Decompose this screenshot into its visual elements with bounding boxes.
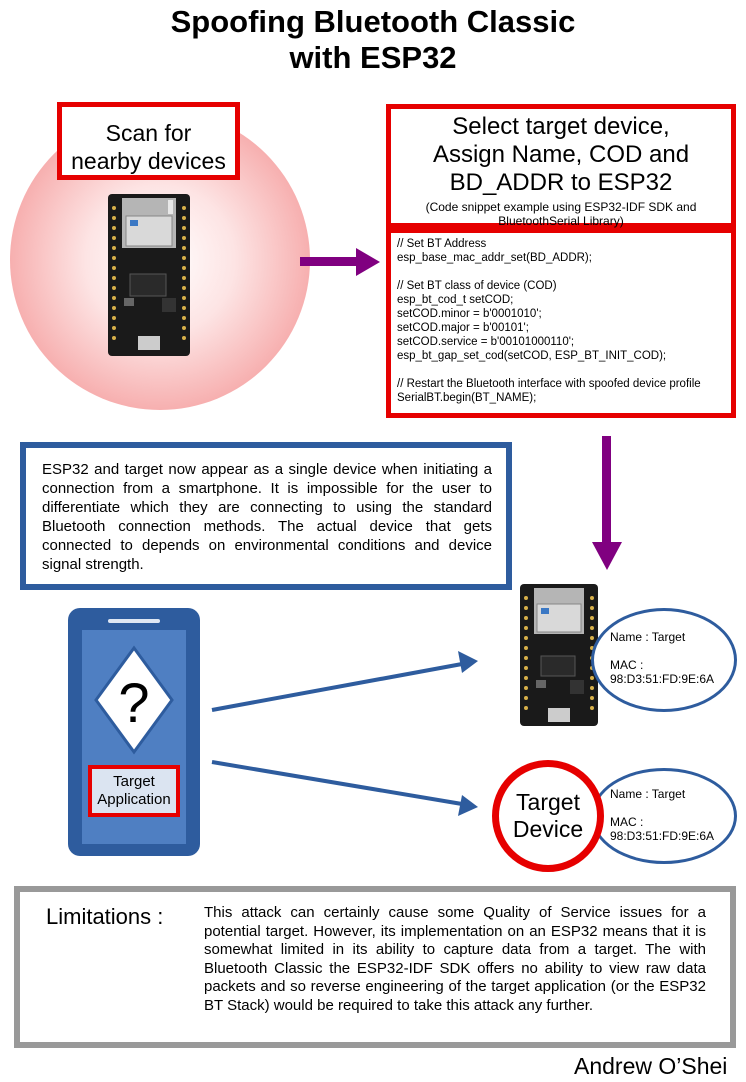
target-device-circle: Target Device <box>492 760 604 872</box>
title-line-1: Spoofing Bluetooth Classic <box>170 4 576 39</box>
esp32-name: Name : Target <box>610 630 686 644</box>
arrow-head-target-icon <box>458 795 478 816</box>
scan-step-box: Scan for nearby devices <box>57 102 240 180</box>
page-title: Spoofing Bluetooth Classic with ESP32 <box>0 4 746 76</box>
scan-label-line-2: nearby devices <box>71 148 226 174</box>
code-line: SerialBT.begin(BT_NAME); <box>397 392 537 404</box>
select-note-line-2: BluetoothSerial Library) <box>498 214 624 228</box>
select-line-1: Select target device, <box>452 113 670 140</box>
esp32-board-icon <box>108 194 190 356</box>
esp32-info-bubble <box>591 608 737 712</box>
code-line: esp_bt_gap_set_cod(setCOD, ESP_BT_INIT_C… <box>397 350 667 362</box>
code-line: esp_bt_cod_t setCOD; <box>397 294 514 306</box>
limitations-label: Limitations : <box>46 904 164 929</box>
code-line: // Set BT class of device (COD) <box>397 280 557 292</box>
code-snippet-box: // Set BT Address esp_base_mac_addr_set(… <box>386 228 736 418</box>
title-line-2: with ESP32 <box>289 40 457 75</box>
limitations-box <box>14 886 736 1048</box>
code-line: setCOD.service = b'00101000110'; <box>397 336 575 348</box>
arrow-down-icon <box>592 436 622 570</box>
select-step-box: Select target device, Assign Name, COD a… <box>386 104 736 228</box>
select-line-2: Assign Name, COD and <box>432 141 690 168</box>
esp32-spoofed-board-icon <box>520 584 598 726</box>
target-device-line-2: Device <box>512 816 584 842</box>
phone-speaker <box>108 619 160 623</box>
code-line: esp_base_mac_addr_set(BD_ADDR); <box>397 252 592 264</box>
select-line-3: BD_ADDR to ESP32 <box>449 169 673 196</box>
app-label-line-1: Target <box>113 773 155 790</box>
connection-arrows <box>211 651 478 816</box>
esp32-mac-value: 98:D3:51:FD:9E:6A <box>610 672 715 686</box>
scan-label-line-1: Scan for <box>105 120 192 146</box>
arrow-to-esp32 <box>211 662 463 712</box>
limitations-text: This attack can certainly cause some Qua… <box>204 904 706 1014</box>
arrow-to-target <box>211 760 463 806</box>
target-device-line-1: Target <box>516 789 580 815</box>
target-application-label: Target Application <box>88 765 180 817</box>
arrow-head-esp32-icon <box>458 651 478 673</box>
author-name: Andrew O’Shei <box>574 1053 728 1079</box>
target-mac-value: 98:D3:51:FD:9E:6A <box>610 829 715 843</box>
code-line <box>397 363 731 377</box>
target-name: Name : Target <box>610 787 686 801</box>
code-line: // Set BT Address <box>397 238 487 250</box>
target-info-bubble <box>591 768 737 864</box>
target-mac-label: MAC : <box>610 815 644 829</box>
select-note-line-1: (Code snippet example using ESP32-IDF SD… <box>425 200 697 214</box>
question-diamond-icon: ? <box>94 645 174 755</box>
info-box: ESP32 and target now appear as a single … <box>20 442 512 590</box>
esp32-mac-label: MAC : <box>610 658 644 672</box>
code-line: // Restart the Bluetooth interface with … <box>397 378 701 390</box>
select-note: (Code snippet example using ESP32-IDF SD… <box>391 200 731 228</box>
app-label-line-2: Application <box>97 791 171 808</box>
code-line: setCOD.minor = b'0001010'; <box>397 308 542 320</box>
code-line <box>397 265 731 279</box>
arrow-right-icon <box>300 248 380 276</box>
question-mark: ? <box>118 671 149 734</box>
code-line: setCOD.major = b'00101'; <box>397 322 529 334</box>
info-text: ESP32 and target now appear as a single … <box>42 461 492 573</box>
